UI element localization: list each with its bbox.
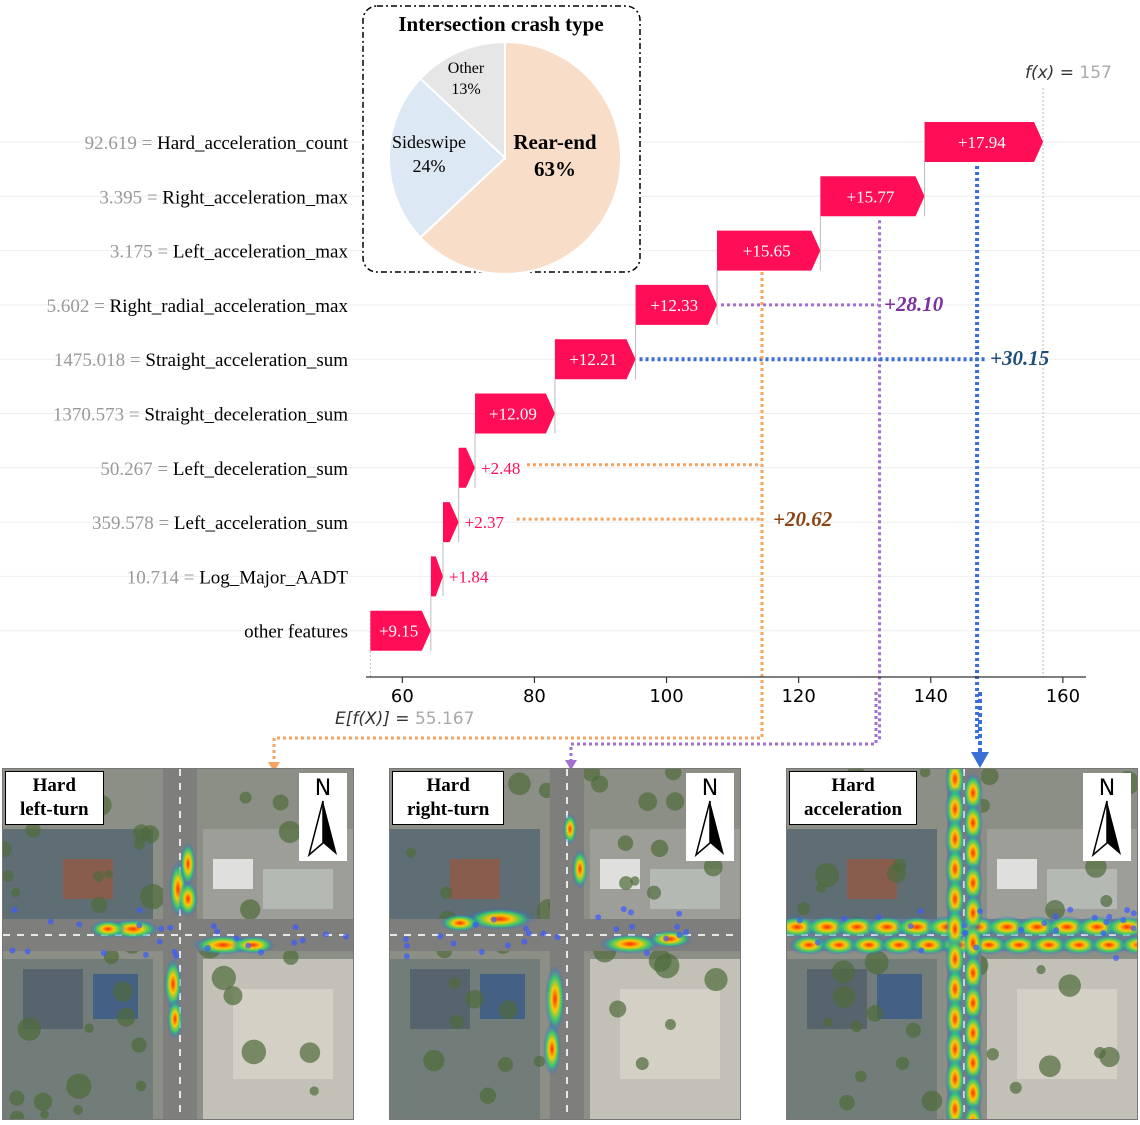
- bar-shape: [430, 556, 444, 597]
- map-hard-right-turn: Hard right-turn N: [389, 768, 741, 1120]
- feature-label: 1370.573 = Straight_deceleration_sum: [53, 405, 348, 426]
- x-axis: 60 80 100 120 140 160: [366, 676, 1086, 707]
- map-label: Hard right-turn: [392, 771, 505, 825]
- bar-right-acceleration-max: +15.77: [820, 162, 926, 217]
- x-tick-label: 160: [1046, 686, 1080, 707]
- pie-chart-inset: Intersection crash type Rear-end 63% Sid…: [362, 5, 641, 274]
- pie-slices: [388, 40, 622, 274]
- pie-slice-rear-end: [419, 40, 622, 274]
- bar-log-major-aadt: +1.84: [430, 542, 489, 597]
- bar-left-deceleration-sum: +2.48: [458, 433, 520, 488]
- group-annotation-blue: +30.15: [990, 346, 1049, 370]
- bar-straight-deceleration-sum: +12.09: [475, 379, 556, 434]
- bar-value-label: +2.37: [465, 513, 505, 532]
- bar-value-label: +12.33: [650, 296, 698, 315]
- map-label: Hard acceleration: [789, 771, 918, 825]
- map-label-line1: Hard: [426, 775, 470, 796]
- pie-slice-other: [419, 40, 506, 161]
- heatmap-image: [3, 769, 353, 1119]
- final-value-label: f(x) = 157: [1025, 63, 1112, 83]
- pie-label-rear-end: Rear-end: [513, 130, 597, 154]
- bar-value-label: +1.84: [449, 567, 489, 586]
- base-value-label: E[f(X)] = 55.167: [335, 709, 474, 729]
- pie-pct-rear-end: 63%: [534, 157, 576, 181]
- bar-shape: [458, 447, 476, 488]
- bar-value-label: +15.77: [847, 187, 895, 206]
- pie-slice-sideswipe: [388, 77, 507, 239]
- svg-text:N: N: [315, 776, 331, 801]
- feature-label: 3.395 = Right_acceleration_max: [99, 187, 348, 208]
- feature-label: 5.602 = Right_radial_acceleration_max: [47, 296, 349, 317]
- group-annotation-purple: +28.10: [884, 292, 944, 316]
- bar-value-label: +12.09: [489, 405, 537, 424]
- bar-shape: [443, 502, 459, 543]
- bar-shape: [924, 122, 1044, 162]
- map-label: Hard left-turn: [5, 771, 104, 825]
- shap-waterfall-chart: +17.94 +15.77 +15.65 +12.33 +12.21 +12.09 +2.4…: [0, 63, 1140, 740]
- bars: +17.94 +15.77 +15.65 +12.33 +12.21 +12.09 +2.4…: [370, 122, 1044, 651]
- map-hard-acceleration: Hard acceleration N: [786, 768, 1138, 1120]
- feature-label: 1475.018 = Straight_acceleration_sum: [54, 350, 348, 371]
- bar-right-radial-acceleration-max: +12.33: [635, 270, 718, 325]
- bar-shape: [716, 230, 821, 271]
- feature-label: 10.714 = Log_Major_AADT: [127, 567, 349, 588]
- heatmap-image: [390, 769, 740, 1119]
- bar-left-acceleration-max: +15.65: [716, 216, 821, 271]
- pie-title: Intersection crash type: [398, 12, 603, 36]
- map-label-line2: left-turn: [20, 799, 89, 820]
- feature-label: other features: [244, 622, 348, 643]
- bar-straight-acceleration-sum: +12.21: [554, 324, 637, 380]
- bar-other-features: +9.15: [370, 596, 432, 651]
- heatmap-image: [787, 769, 1137, 1119]
- map-label-line1: Hard: [831, 775, 875, 796]
- pie-pct-other: 13%: [451, 81, 480, 98]
- map-label-line2: right-turn: [407, 799, 490, 820]
- north-arrow-icon: N: [686, 773, 734, 861]
- bar-value-label: +2.48: [481, 459, 520, 478]
- x-tick-label: 140: [914, 686, 948, 707]
- svg-text:N: N: [1099, 776, 1115, 801]
- bar-shape: [635, 284, 717, 325]
- pie-pct-sideswipe: 24%: [413, 156, 446, 176]
- feature-label: 50.267 = Left_deceleration_sum: [100, 459, 348, 480]
- feature-label: 92.619 = Hard_acceleration_count: [85, 133, 349, 154]
- north-arrow-icon: N: [299, 773, 347, 861]
- map-connectors: [268, 692, 989, 770]
- bar-left-acceleration-sum: +2.37: [443, 487, 505, 543]
- feature-label: 359.578 = Left_acceleration_sum: [92, 513, 348, 534]
- bar-shape: [370, 610, 431, 651]
- feature-labels: 92.619 = Hard_acceleration_count 3.395 = …: [47, 133, 349, 643]
- north-arrow-icon: N: [1083, 773, 1131, 861]
- pie-label-other: Other: [448, 60, 485, 77]
- map-label-line1: Hard: [32, 775, 76, 796]
- bar-value-label: +15.65: [743, 242, 791, 261]
- svg-text:N: N: [702, 776, 718, 801]
- bar-shape: [475, 393, 555, 434]
- bar-value-label: +12.21: [569, 350, 617, 369]
- group-connectors: [516, 166, 985, 740]
- x-tick-label: 80: [523, 686, 546, 707]
- group-annotation-orange: +20.62: [773, 507, 833, 531]
- pie-label-sideswipe: Sideswipe: [392, 132, 466, 152]
- bar-value-label: +17.94: [958, 133, 1006, 152]
- map-hard-left-turn: Hard left-turn N: [2, 768, 354, 1120]
- x-tick-label: 100: [649, 686, 683, 707]
- bar-hard-acceleration-count: +17.94: [924, 122, 1044, 162]
- x-tick-label: 60: [391, 686, 414, 707]
- x-tick-label: 120: [781, 686, 815, 707]
- feature-label: 3.175 = Left_acceleration_max: [110, 242, 349, 263]
- bar-shape: [820, 176, 925, 217]
- bar-value-label: +9.15: [379, 622, 418, 641]
- map-label-line2: acceleration: [804, 799, 903, 820]
- bar-shape: [554, 339, 636, 380]
